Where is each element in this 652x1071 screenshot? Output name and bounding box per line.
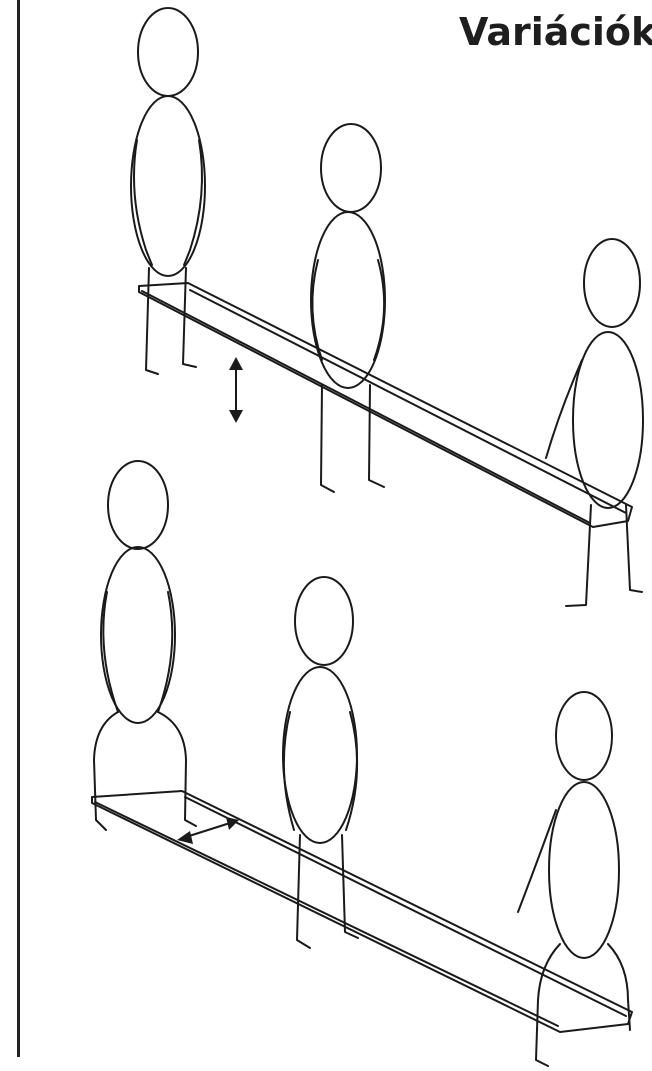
figure-5-middle [283, 577, 358, 948]
figure-2-middle [311, 124, 385, 492]
figure-1-left [131, 8, 205, 374]
scene-2-band-on-floor [92, 461, 632, 1066]
vertical-double-arrow-icon [229, 357, 243, 423]
band-2 [92, 791, 632, 1032]
figure-4-left [94, 461, 196, 830]
band-1 [139, 283, 632, 527]
figure-3-right [546, 239, 643, 606]
scene-1-stretched-band [131, 8, 643, 606]
